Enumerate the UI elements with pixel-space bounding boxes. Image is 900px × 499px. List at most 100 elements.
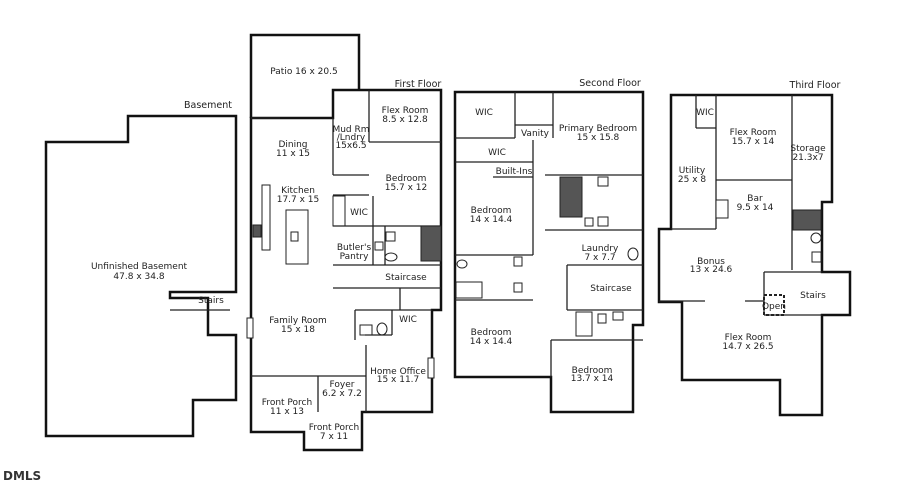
room-dims: 15 x 15.8 — [577, 133, 620, 143]
toilet-icon — [810, 232, 822, 244]
room-label: WIC — [696, 108, 714, 118]
sink-icon — [513, 282, 523, 293]
room-dims: 15x6.5 — [335, 141, 366, 151]
toilet-icon — [384, 252, 398, 262]
room-label: Utility — [679, 166, 706, 176]
room-label: Storage — [790, 144, 826, 154]
room-label: Staircase — [385, 273, 427, 283]
room-label: Bedroom — [572, 366, 613, 376]
room-dims: 25 x 8 — [678, 175, 707, 185]
room-dims: 21.3x7 — [792, 153, 823, 163]
room-label: /Lndry — [337, 133, 366, 143]
sink-icon — [597, 176, 609, 187]
room-label: Mud Rm — [332, 125, 369, 135]
room-dims: 15 x 11.7 — [377, 375, 420, 385]
room-label: WIC — [399, 315, 417, 325]
fireplace-icon — [246, 317, 254, 339]
window-icon — [427, 357, 435, 379]
first-floor-title: First Floor — [395, 79, 442, 90]
room-label: Bedroom — [471, 206, 512, 216]
room-label: Front Porch — [262, 398, 312, 408]
basement-title: Basement — [184, 100, 232, 111]
second-floor-plan: Second Floor WIC Vanity Primary Bedroom … — [453, 78, 645, 414]
room-label: Bedroom — [471, 328, 512, 338]
sink-icon — [597, 216, 609, 227]
room-label: Open — [762, 302, 786, 312]
room-label: WIC — [488, 148, 506, 158]
room-label: Family Room — [269, 316, 326, 326]
dmls-logo: DMLS — [3, 469, 41, 483]
room-dims: 13 x 24.6 — [690, 265, 733, 275]
third-floor-plan: Third Floor WIC Flex Room 15.7 x 14 Stor… — [657, 80, 852, 417]
toilet-icon — [376, 322, 388, 336]
room-label: Stairs — [800, 291, 826, 301]
room-label: WIC — [475, 108, 493, 118]
bathtub-icon — [455, 281, 483, 299]
shower-icon — [559, 176, 583, 218]
room-dims: 11 x 15 — [276, 149, 310, 159]
room-dims: 8.5 x 12.8 — [382, 115, 428, 125]
first-floor-plan: First Floor Patio 16 x 20.5 Flex Room 8.… — [246, 33, 443, 452]
room-dims: 15 x 18 — [281, 325, 315, 335]
room-dims: 11 x 13 — [270, 407, 304, 417]
room-dims: 47.8 x 34.8 — [113, 272, 164, 282]
room-dims: 17.7 x 15 — [277, 195, 320, 205]
sink-icon — [385, 231, 396, 242]
room-dims: 13.7 x 14 — [571, 374, 614, 384]
room-dims: 15.7 x 14 — [732, 137, 775, 147]
room-label: Primary Bedroom — [559, 124, 637, 134]
second-floor-title: Second Floor — [579, 78, 641, 89]
room-dims: 15.7 x 12 — [385, 183, 428, 193]
bathtub-icon — [575, 311, 593, 337]
sink-icon — [374, 241, 384, 251]
room-dims: 14 x 14.4 — [470, 337, 513, 347]
room-label: Stairs — [198, 296, 224, 306]
room-label: Unfinished Basement — [91, 262, 188, 272]
toilet-icon — [627, 247, 639, 261]
basement-outline — [44, 114, 238, 438]
room-label: Staircase — [590, 284, 632, 294]
sink-icon — [290, 231, 299, 242]
sink-icon — [715, 199, 729, 219]
room-label: Kitchen — [281, 186, 315, 196]
first-floor-outline — [249, 88, 443, 452]
room-dims: 6.2 x 7.2 — [322, 389, 362, 399]
patio-outline — [249, 33, 361, 118]
cooktop-icon — [252, 224, 262, 238]
second-floor-outline — [453, 90, 645, 414]
room-label: Bonus — [697, 257, 725, 267]
room-label: Bar — [747, 194, 763, 204]
room-label: Butler's — [337, 243, 372, 253]
room-label: Foyer — [330, 380, 355, 390]
third-floor-outline — [657, 93, 852, 417]
shower-icon — [792, 209, 822, 231]
room-label: Dining — [278, 140, 307, 150]
sink-icon — [811, 251, 822, 263]
room-label: Patio 16 x 20.5 — [270, 67, 337, 77]
shower-icon — [420, 225, 442, 262]
room-dims: 14 x 14.4 — [470, 215, 513, 225]
third-floor-title: Third Floor — [789, 80, 841, 91]
sink-icon — [359, 324, 373, 336]
room-label: Built-Ins — [496, 167, 533, 177]
room-label: WIC — [350, 208, 368, 218]
sink-icon — [597, 313, 607, 324]
open-area — [763, 294, 785, 316]
room-dims: 14.7 x 26.5 — [722, 342, 773, 352]
sink-icon — [584, 217, 594, 227]
toilet-icon — [456, 259, 468, 269]
room-label: Pantry — [340, 252, 369, 262]
room-dims: 9.5 x 14 — [737, 203, 774, 213]
sink-icon — [612, 311, 624, 321]
room-label: Flex Room — [725, 333, 772, 343]
room-label: Flex Room — [382, 106, 429, 116]
room-label: Flex Room — [730, 128, 777, 138]
room-label: Laundry — [582, 244, 619, 254]
room-label: Home Office — [370, 367, 426, 377]
room-label: Vanity — [521, 129, 550, 139]
room-label: Front Porch — [309, 423, 359, 433]
room-dims: 7 x 11 — [320, 432, 348, 442]
basement-plan: Basement Unfinished Basement 47.8 x 34.8… — [44, 100, 238, 438]
sink-icon — [513, 256, 523, 267]
